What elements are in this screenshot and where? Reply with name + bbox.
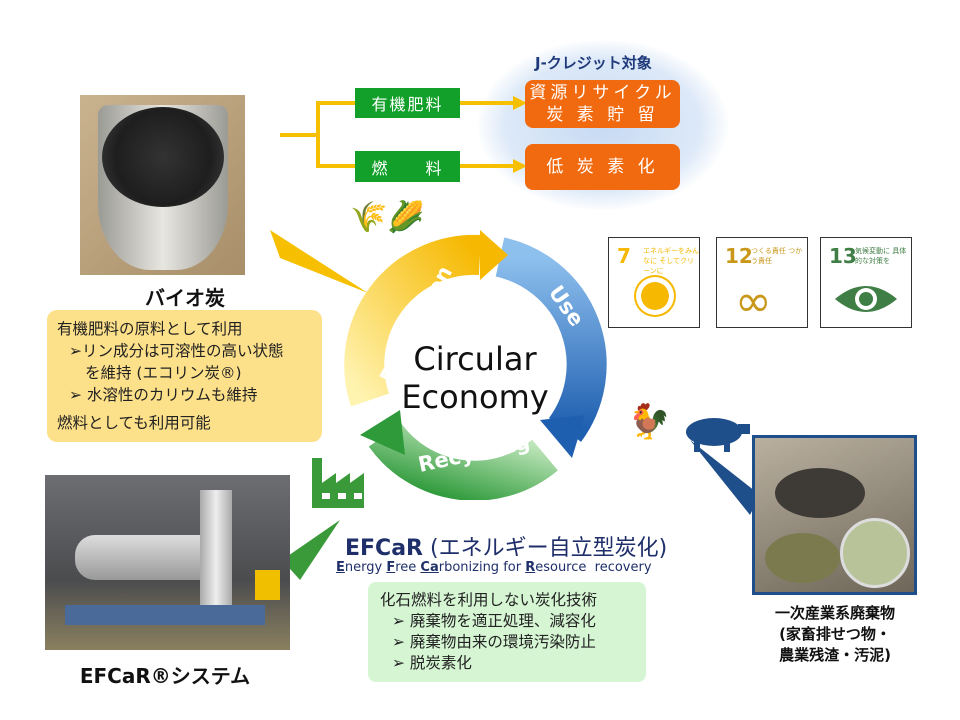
infinity-icon: ∞ bbox=[735, 276, 772, 327]
biochar-label: バイオ炭 bbox=[145, 286, 225, 310]
note: ➢ 脱炭素化 bbox=[392, 654, 472, 672]
waste-callout bbox=[690, 440, 760, 515]
result-low-carbon: 低 炭 素 化 bbox=[525, 144, 680, 190]
note: 有機肥料の原料として利用 bbox=[57, 320, 243, 338]
acronym-letter: Ca bbox=[420, 560, 439, 575]
sun-icon bbox=[641, 282, 669, 310]
efcar-title-main: EFCaR bbox=[345, 536, 423, 561]
waste-caption: 一次産業系廃棄物 (家畜排せつ物・ 農業残渣・汚泥) bbox=[740, 603, 930, 666]
result-text: 低 炭 素 化 bbox=[546, 157, 659, 177]
result-text: 炭 素 貯 留 bbox=[546, 105, 659, 125]
sdg-7-tile: 7 エネルギーをみんなに そしてクリーンに bbox=[608, 237, 700, 328]
result-recycling-storage: 資源リサイクル炭 素 貯 留 bbox=[525, 80, 680, 128]
sdg-number: 7 bbox=[617, 244, 631, 268]
sdg-number: 12 bbox=[725, 244, 753, 268]
eye-earth-icon bbox=[835, 286, 897, 312]
acronym-letter: E bbox=[336, 560, 345, 575]
caption-line: 一次産業系廃棄物 bbox=[774, 604, 895, 622]
caption-line: 農業残渣・汚泥) bbox=[779, 646, 891, 664]
biochar-photo bbox=[80, 95, 245, 275]
center-circular: Circular bbox=[413, 340, 537, 378]
factory-icon bbox=[312, 458, 364, 508]
note: 化石燃料を利用しない炭化技術 bbox=[380, 591, 598, 609]
subtitle-text: nergy bbox=[344, 560, 387, 575]
subtitle-text: esource recovery bbox=[535, 560, 652, 575]
center-economy: Economy bbox=[401, 378, 548, 416]
use-organic-fertilizer: 有機肥料 bbox=[355, 88, 460, 118]
efcar-system-caption: EFCaR®システム bbox=[79, 664, 251, 688]
waste-photo bbox=[752, 435, 917, 595]
subtitle-text: ree bbox=[395, 560, 421, 575]
jcredit-label: J-クレジット対象 bbox=[535, 54, 652, 72]
efcar-callout bbox=[282, 520, 340, 580]
note: を維持 (エコリン炭®) bbox=[85, 364, 242, 382]
wheat-corn-icon: 🌾🌽 bbox=[350, 200, 425, 235]
result-text: 資源リサイクル bbox=[529, 83, 676, 103]
acronym-letter: R bbox=[525, 560, 536, 575]
acronym-letter: F bbox=[386, 560, 396, 575]
use-fuel: 燃 料 bbox=[355, 151, 460, 182]
note: ➢ 廃棄物由来の環境汚染防止 bbox=[392, 633, 596, 651]
efcar-title-jp: (エネルギー自立型炭化) bbox=[430, 536, 668, 561]
pig-icon bbox=[686, 418, 750, 452]
efcar-subtitle: Energy Free Carbonizing for Resource rec… bbox=[336, 559, 652, 576]
biochar-callout bbox=[270, 230, 368, 293]
note: 燃料としても利用可能 bbox=[57, 414, 211, 432]
efcar-title: EFCaR (エネルギー自立型炭化) bbox=[345, 530, 667, 562]
subtitle-text: rbonizing for bbox=[438, 560, 526, 575]
note: ➢ 水溶性のカリウムも維持 bbox=[69, 386, 258, 404]
sdg-text: 気候変動に 具体的な対策を bbox=[855, 247, 907, 265]
efcar-system-photo bbox=[45, 475, 290, 650]
circular-economy-cycle: Production Use Recycling Circular Econom… bbox=[344, 230, 607, 500]
chicken-icon: 🐓 bbox=[628, 402, 671, 442]
note: ➢リン成分は可溶性の高い状態 bbox=[69, 342, 284, 360]
caption-line: (家畜排せつ物・ bbox=[779, 625, 891, 643]
efcar-notes: 化石燃料を利用しない炭化技術 ➢ 廃棄物を適正処理、減容化 ➢ 廃棄物由来の環境… bbox=[368, 582, 646, 682]
sdg-number: 13 bbox=[829, 244, 857, 268]
sdg-text: つくる責任 つかう責任 bbox=[751, 247, 803, 265]
note: ➢ 廃棄物を適正処理、減容化 bbox=[392, 612, 596, 630]
biochar-notes: 有機肥料の原料として利用 ➢リン成分は可溶性の高い状態 を維持 (エコリン炭®)… bbox=[47, 310, 322, 442]
sdg-text: エネルギーをみんなに そしてクリーンに bbox=[643, 247, 699, 275]
